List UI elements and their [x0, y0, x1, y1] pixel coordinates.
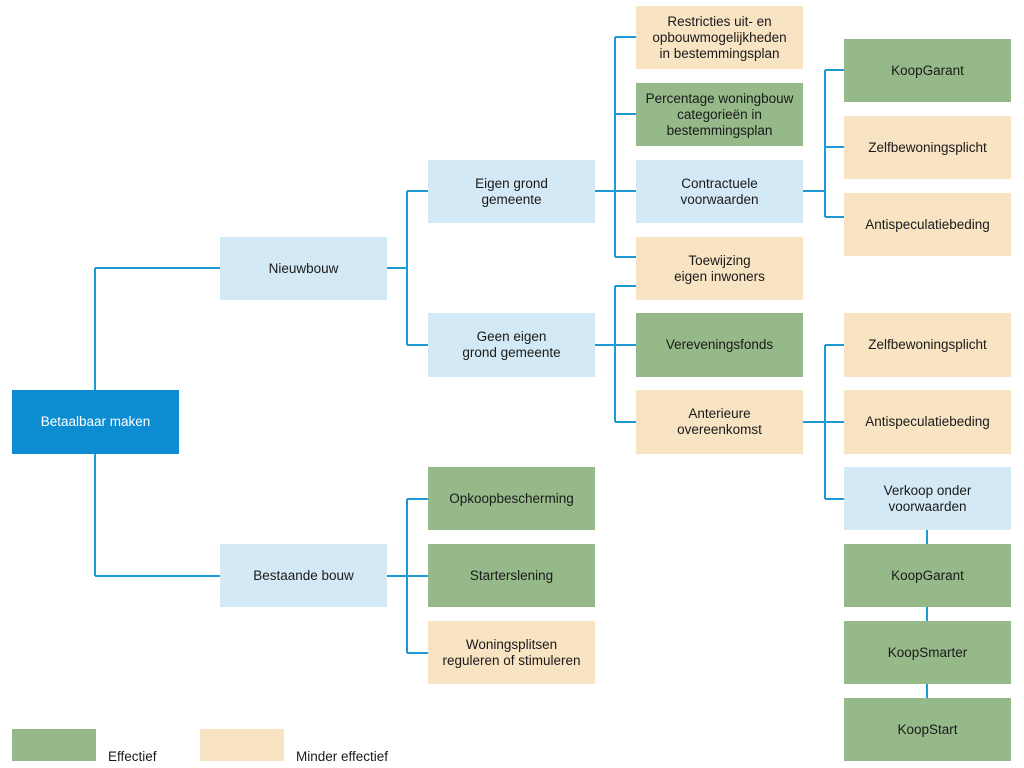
node-antispeculatiebeding-2: Antispeculatiebeding [844, 390, 1011, 454]
node-eigen-grond: Eigen grond gemeente [428, 160, 595, 223]
node-koopstart: KoopStart [844, 698, 1011, 761]
node-geen-eigen-grond: Geen eigen grond gemeente [428, 313, 595, 377]
node-verkoop-onder-voorwaarden: Verkoop onder voorwaarden [844, 467, 1011, 530]
legend-swatch-minder-effectief [200, 729, 284, 761]
node-opkoopbescherming: Opkoopbescherming [428, 467, 595, 530]
node-percentage-woningbouw: Percentage woningbouw categorieën in bes… [636, 83, 803, 146]
node-toewijzing: Toewijzing eigen inwoners [636, 237, 803, 300]
legend-label-minder-effectief: Minder effectief [296, 749, 389, 764]
node-woningsplitsen: Woningsplitsen reguleren of stimuleren [428, 621, 595, 684]
node-antispeculatiebeding-1: Antispeculatiebeding [844, 193, 1011, 256]
node-zelfbewoningsplicht-2: Zelfbewoningsplicht [844, 313, 1011, 377]
node-zelfbewoningsplicht-1: Zelfbewoningsplicht [844, 116, 1011, 179]
node-starterslening: Starterslening [428, 544, 595, 607]
node-vereveningsfonds: Vereveningsfonds [636, 313, 803, 377]
root-node: Betaalbaar maken [12, 390, 179, 454]
node-restricties: Restricties uit- en opbouwmogelijkheden … [636, 6, 803, 69]
node-koopsmarter: KoopSmarter [844, 621, 1011, 684]
node-koopgarant-2: KoopGarant [844, 544, 1011, 607]
node-contractuele-voorwaarden: Contractuele voorwaarden [636, 160, 803, 223]
node-anterieure-overeenkomst: Anterieure overeenkomst [636, 390, 803, 454]
legend-swatch-effectief [12, 729, 96, 761]
node-bestaande-bouw: Bestaande bouw [220, 544, 387, 607]
legend-label-effectief: Effectief [108, 749, 157, 764]
node-nieuwbouw: Nieuwbouw [220, 237, 387, 300]
node-koopgarant-1: KoopGarant [844, 39, 1011, 102]
